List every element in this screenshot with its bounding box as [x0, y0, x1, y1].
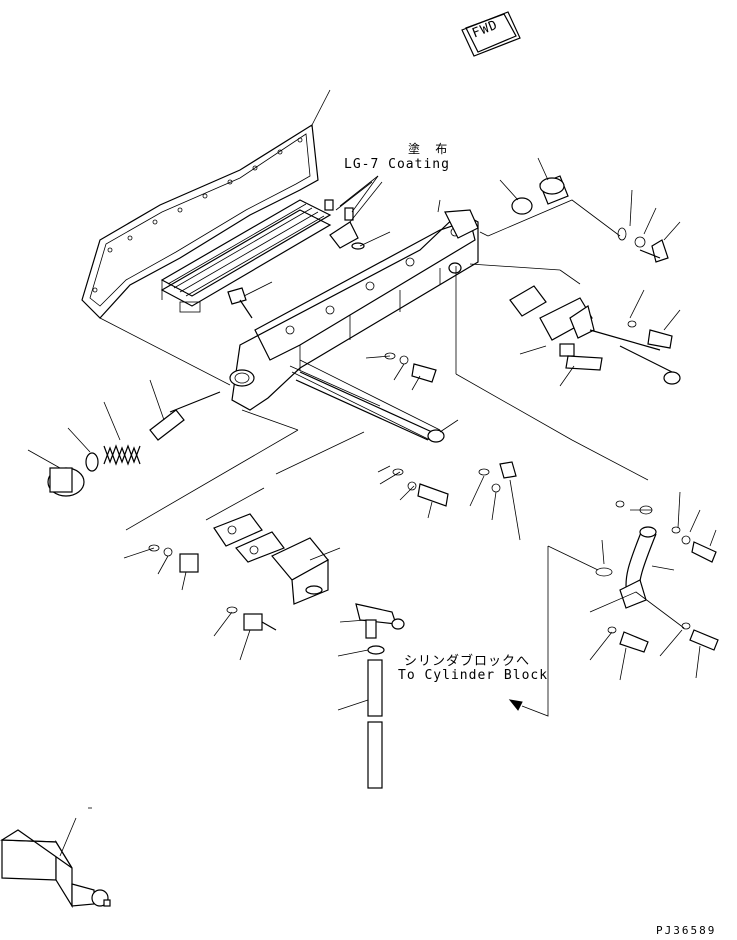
bolt-set-right-center: [469, 461, 521, 541]
oil-tube: [337, 659, 383, 789]
bolt-set-right-upper: [615, 491, 717, 563]
bolt-set-left: [123, 544, 199, 591]
cover-assembly: [469, 263, 681, 387]
bolt-set-mid: [365, 352, 437, 391]
elbow-fitting: [227, 281, 273, 319]
cylinder-block-leader: [508, 545, 599, 717]
drawing-number: PJ36589: [656, 924, 717, 937]
tee-fitting: [337, 603, 405, 657]
destination-label-jp: シリンダブロックへ: [404, 654, 531, 669]
bolt-set-right-lower: [589, 591, 719, 681]
installer-tool: [0, 807, 111, 909]
cooler-gasket: [81, 89, 331, 386]
cooler-core: [160, 199, 332, 313]
pressure-switch: [271, 537, 341, 605]
plug-top-right: [479, 157, 621, 237]
bolt-set-top-right: [617, 189, 681, 263]
fwd-arrow-icon: [461, 11, 521, 57]
outlet-hose: [455, 266, 675, 609]
destination-label-en: To Cylinder Block: [398, 668, 549, 683]
coating-label-jp: 塗 布: [408, 142, 452, 156]
core-fittings: [324, 181, 391, 250]
oil-pipe: [295, 371, 459, 443]
regulator-valve: [27, 379, 221, 497]
coating-label-en: LG-7 Coating: [344, 157, 450, 172]
bolt-set-center: [377, 465, 449, 519]
cooler-case: [229, 199, 479, 441]
bolt-set-lower: [213, 606, 277, 661]
cover-gasket: [205, 487, 285, 563]
